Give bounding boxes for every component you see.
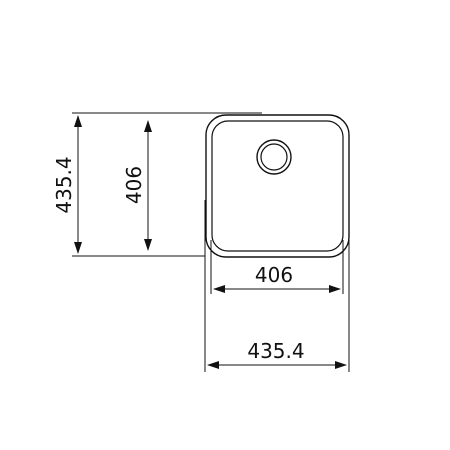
inner-height-label: 406 [122,166,146,204]
drain-inner-icon [260,143,288,171]
outer-height-label: 435.4 [52,156,76,213]
drain-outer-icon [256,139,292,175]
outer-width-label: 435.4 [247,339,304,363]
inner-width-label: 406 [255,263,293,287]
sink-inner-edge [211,120,344,252]
sink-outer-rim [205,114,350,258]
